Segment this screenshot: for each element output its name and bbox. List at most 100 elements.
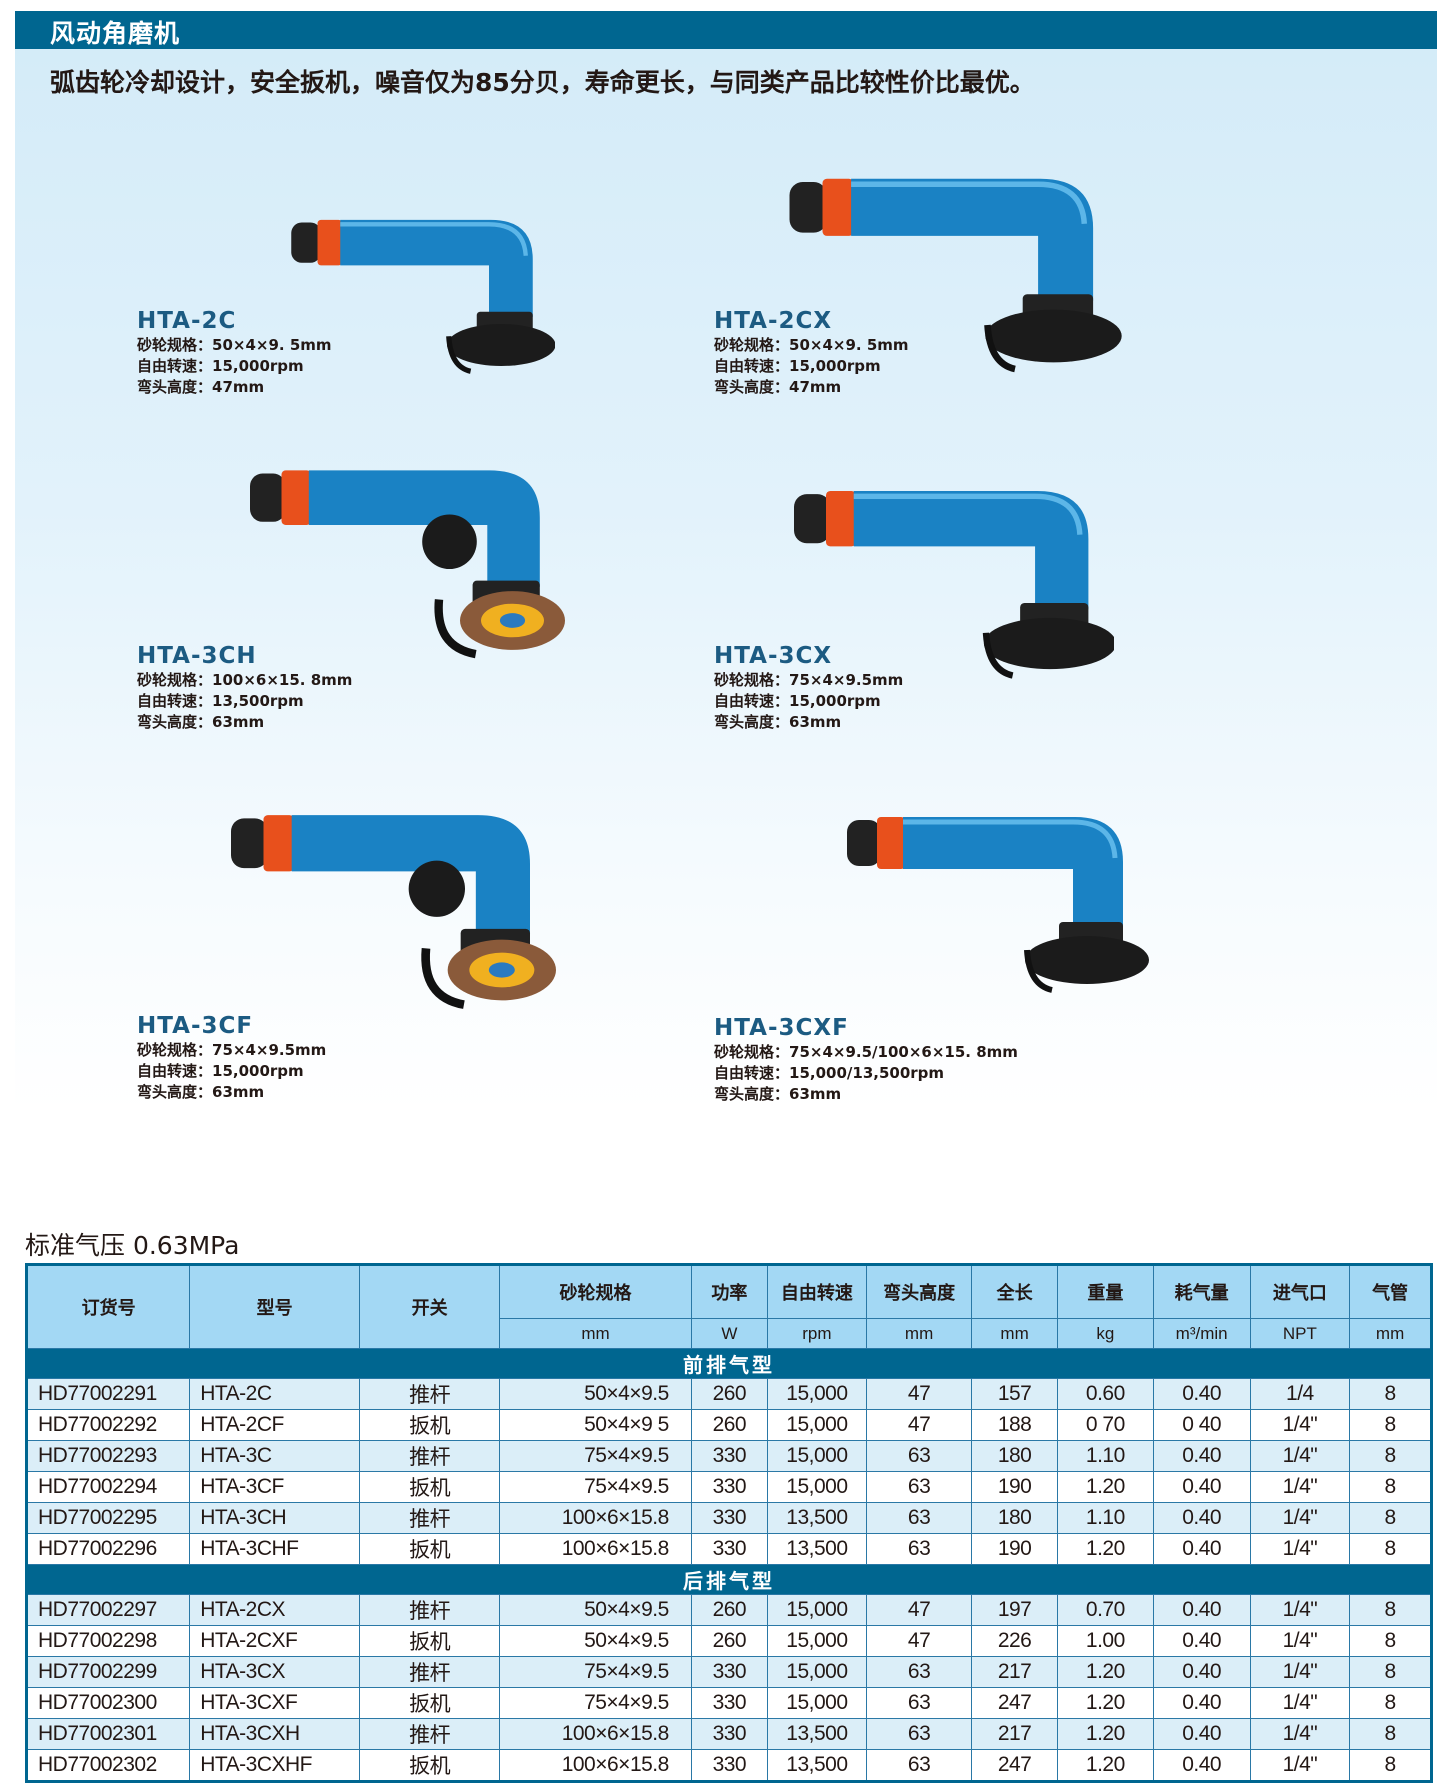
table-cell: 47 <box>865 1409 973 1441</box>
spec-label: 砂轮规格： <box>137 336 213 354</box>
table-cell: 扳机 <box>359 1687 501 1719</box>
table-cell: 15,000 <box>766 1594 867 1626</box>
table-cell: HD77002296 <box>25 1533 191 1565</box>
column-unit: mm <box>499 1318 692 1349</box>
spec-value: 15,000rpm <box>212 1062 304 1080</box>
column-header: 重量 <box>1056 1264 1154 1319</box>
table-cell: 217 <box>971 1656 1058 1688</box>
table-cell: 0 70 <box>1056 1409 1154 1441</box>
spec-value: 15,000rpm <box>212 357 304 375</box>
table-cell: 0.40 <box>1152 1471 1251 1503</box>
table-cell: 1/4 <box>1249 1378 1351 1410</box>
table-cell: 0.40 <box>1152 1718 1251 1750</box>
table-cell: 63 <box>865 1471 973 1503</box>
spec-label: 自由转速： <box>714 692 790 710</box>
table-cell: 0.70 <box>1056 1594 1154 1626</box>
table-cell: HD77002301 <box>25 1718 191 1750</box>
table-cell: 50×4×9.5 <box>499 1378 692 1410</box>
table-cell: 0 40 <box>1152 1409 1251 1441</box>
table-cell: 330 <box>690 1533 768 1565</box>
spec-value: 75×4×9.5/100×6×15. 8mm <box>789 1043 1018 1061</box>
table-cell: 330 <box>690 1440 768 1472</box>
table-cell: 13,500 <box>766 1718 867 1750</box>
table-cell: 1.20 <box>1056 1718 1154 1750</box>
table-cell: 8 <box>1349 1440 1432 1472</box>
table-cell: 100×6×15.8 <box>499 1533 692 1565</box>
column-header: 开关 <box>359 1264 501 1349</box>
table-cell: 1/4" <box>1249 1533 1351 1565</box>
table-cell: 1/4" <box>1249 1409 1351 1441</box>
product-spec: 砂轮规格：50×4×9. 5mm <box>714 335 909 356</box>
table-cell: 47 <box>865 1594 973 1626</box>
title-bar <box>15 11 1437 49</box>
table-cell: 260 <box>690 1378 768 1410</box>
table-title: 标准气压 0.63MPa <box>25 1231 240 1260</box>
spec-value: 63mm <box>212 713 265 731</box>
table-cell: HTA-3CXH <box>189 1718 361 1750</box>
table-cell: 1/4" <box>1249 1718 1351 1750</box>
column-header: 全长 <box>971 1264 1058 1319</box>
spec-label: 自由转速： <box>714 357 790 375</box>
table-cell: 8 <box>1349 1533 1432 1565</box>
spec-label: 砂轮规格： <box>714 336 790 354</box>
product-image-hta-3cf <box>231 790 556 1020</box>
spec-value: 15,000rpm <box>789 692 881 710</box>
table-cell: 15,000 <box>766 1440 867 1472</box>
product-spec: 弯头高度：63mm <box>714 712 903 733</box>
column-unit: mm <box>971 1318 1058 1349</box>
table-cell: 15,000 <box>766 1687 867 1719</box>
table-cell: 75×4×9.5 <box>499 1440 692 1472</box>
product-spec: 自由转速：15,000rpm <box>137 356 332 377</box>
table-cell: HTA-3CHF <box>189 1533 361 1565</box>
table-cell: 63 <box>865 1749 973 1782</box>
table-cell: 8 <box>1349 1749 1432 1782</box>
table-cell: 47 <box>865 1625 973 1657</box>
table-cell: 8 <box>1349 1718 1432 1750</box>
product-image-hta-3cxf <box>797 800 1197 1000</box>
table-cell: HD77002299 <box>25 1656 191 1688</box>
table-cell: 推杆 <box>359 1502 501 1534</box>
product-spec: 砂轮规格：75×4×9.5mm <box>714 670 903 691</box>
table-cell: HTA-2CXF <box>189 1625 361 1657</box>
table-cell: 63 <box>865 1440 973 1472</box>
product-model: HTA-2C <box>137 308 237 334</box>
column-header: 型号 <box>189 1264 361 1349</box>
column-unit: mm <box>1349 1318 1432 1349</box>
table-cell: 63 <box>865 1687 973 1719</box>
table-cell: 330 <box>690 1656 768 1688</box>
table-cell: 75×4×9.5 <box>499 1687 692 1719</box>
table-cell: 330 <box>690 1718 768 1750</box>
product-spec: 自由转速：15,000rpm <box>137 1061 326 1082</box>
product-spec: 弯头高度：63mm <box>137 1082 326 1103</box>
table-cell: 330 <box>690 1687 768 1719</box>
column-header: 订货号 <box>25 1264 191 1349</box>
table-cell: 推杆 <box>359 1718 501 1750</box>
table-cell: 100×6×15.8 <box>499 1502 692 1534</box>
table-cell: 15,000 <box>766 1409 867 1441</box>
table-cell: 260 <box>690 1409 768 1441</box>
table-cell: 15,000 <box>766 1656 867 1688</box>
table-cell: 330 <box>690 1471 768 1503</box>
table-cell: 15,000 <box>766 1378 867 1410</box>
column-unit: m³/min <box>1152 1318 1251 1349</box>
product-spec: 自由转速：15,000/13,500rpm <box>714 1063 1018 1084</box>
spec-value: 50×4×9. 5mm <box>212 336 332 354</box>
table-cell: 63 <box>865 1718 973 1750</box>
column-header: 功率 <box>690 1264 768 1319</box>
column-unit: kg <box>1056 1318 1154 1349</box>
table-cell: 推杆 <box>359 1656 501 1688</box>
spec-label: 弯头高度： <box>137 1083 213 1101</box>
table-cell: HTA-2CF <box>189 1409 361 1441</box>
product-spec: 砂轮规格：75×4×9.5mm <box>137 1040 326 1061</box>
spec-value: 47mm <box>789 378 842 396</box>
table-cell: HTA-3CH <box>189 1502 361 1534</box>
spec-value: 63mm <box>789 1085 842 1103</box>
